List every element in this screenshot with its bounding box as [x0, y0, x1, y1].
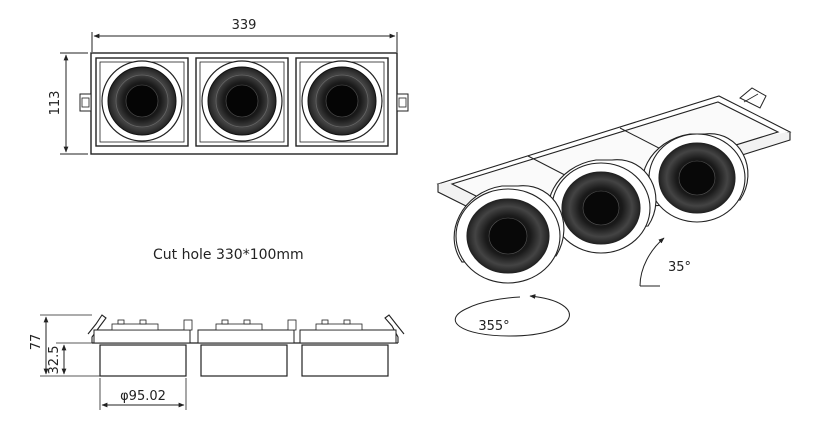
lamp-body-1 [99, 344, 187, 377]
lamp-body-2 [200, 344, 288, 377]
perspective-lamp-2 [547, 159, 657, 254]
tilt-arrow [639, 237, 665, 287]
left-clip [79, 93, 92, 112]
right-clip [396, 93, 409, 112]
left-spring-clip [87, 314, 107, 343]
rotation-arrow [454, 294, 570, 337]
lamp-body-3 [301, 344, 389, 377]
right-spring-clip [384, 314, 405, 343]
perspective-view [436, 87, 792, 284]
total-height-label: 77 [29, 334, 44, 351]
width-dimension-label: 339 [232, 18, 257, 33]
lens-module-1 [95, 57, 189, 147]
lens-module-2 [195, 57, 289, 147]
perspective-lamp-3 [641, 133, 749, 223]
perspective-lamp-1 [453, 185, 565, 284]
lower-height-label: 32.5 [47, 346, 62, 375]
diameter-label: φ95.02 [120, 389, 166, 404]
cut-hole-note: Cut hole 330*100mm [153, 247, 304, 263]
height-dimension-label: 113 [48, 91, 63, 116]
rotation-angle-label: 355° [478, 319, 509, 334]
side-view: 77 32.5 φ95.02 [29, 314, 405, 410]
top-view: 339 113 [48, 18, 409, 155]
tilt-angle-label: 35° [668, 260, 691, 275]
lens-module-3 [295, 57, 389, 147]
